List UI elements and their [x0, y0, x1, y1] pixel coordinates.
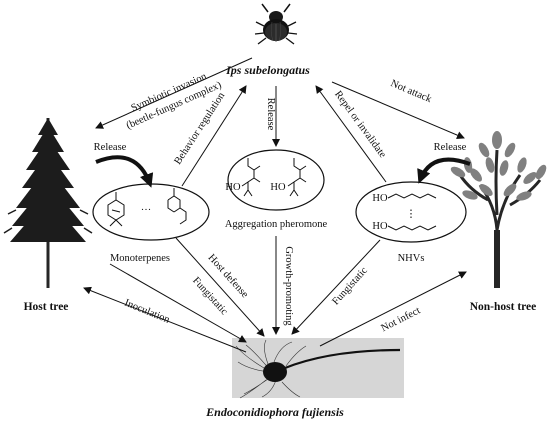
pheromone-ho-1: HO — [225, 182, 241, 193]
nhvs-ellipse — [355, 181, 467, 243]
arrow-fungistatic-right — [291, 239, 381, 335]
label-not-infect: Not infect — [380, 305, 423, 334]
nonhost-tree-image — [450, 131, 547, 288]
nonhost-tree-label: Non-host tree — [470, 301, 537, 313]
pheromone-label: Aggregation pheromone — [225, 219, 328, 230]
nhvs-structures — [387, 193, 437, 231]
monoterpenes-ellipsis: ··· — [141, 205, 152, 216]
fungus-label: Endoconidiophora fujiensis — [205, 405, 344, 419]
arrow-release-nonhost — [417, 157, 471, 184]
nhvs-label: NHVs — [398, 253, 425, 264]
nhvs-ellipsis: ⋮ — [406, 209, 417, 220]
label-release-nonhost: Release — [434, 142, 467, 153]
label-release-host: Release — [94, 142, 127, 153]
arrow-host-defense — [175, 237, 265, 337]
monoterpenes-structures — [107, 188, 187, 227]
label-repel: Repel or invalidate — [332, 89, 388, 160]
nhvs-ho-1: HO — [372, 193, 388, 204]
nhvs-ho-2: HO — [372, 221, 388, 232]
fungus-image — [232, 338, 404, 399]
label-not-attack: Not attack — [389, 78, 434, 105]
beetle-image — [254, 3, 298, 45]
pheromone-ho-2: HO — [270, 182, 286, 193]
arrow-repel — [315, 85, 387, 183]
label-growth: Growth-promoting — [283, 246, 294, 326]
arrow-behavior — [181, 85, 247, 187]
arrow-not-attack — [331, 81, 465, 139]
monoterpenes-label: Monoterpenes — [110, 253, 170, 264]
arrow-release-host — [95, 155, 154, 188]
label-inoculation: Inoculation — [123, 298, 172, 326]
arrow-inoculation — [83, 286, 247, 353]
arrow-fungistatic-left — [109, 263, 247, 343]
host-tree-label: Host tree — [24, 301, 69, 313]
host-tree-image — [3, 118, 93, 288]
label-release-beetle: Release — [265, 98, 276, 131]
pheromone-ellipse — [227, 149, 325, 211]
label-fungistatic-left: Fungistatic — [190, 275, 230, 317]
pheromone-structures — [241, 158, 307, 197]
arrow-not-infect — [319, 271, 467, 347]
arrow-symbiotic — [95, 57, 253, 129]
beetle-label: Ips subelongatus — [225, 63, 310, 77]
